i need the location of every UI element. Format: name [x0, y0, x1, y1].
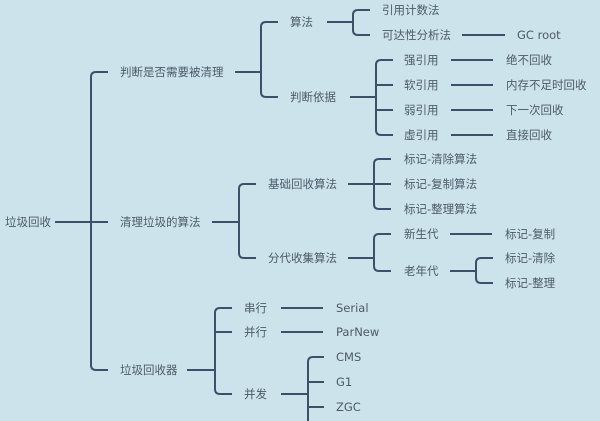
node-phantom-result[interactable]: 直接回收	[506, 128, 552, 142]
node-algorithm[interactable]: 算法	[290, 15, 313, 29]
clean-connector-bracket	[238, 183, 256, 259]
node-serial-group[interactable]: 串行	[244, 301, 267, 315]
node-old-sweep[interactable]: 标记-清除	[505, 251, 556, 265]
node-phantom-ref[interactable]: 虚引用	[404, 128, 439, 142]
node-cms[interactable]: CMS	[336, 350, 362, 364]
node-soft-ref[interactable]: 软引用	[404, 78, 439, 92]
node-young[interactable]: 新生代	[404, 227, 439, 241]
node-basis[interactable]: 判断依据	[290, 90, 336, 104]
root-node[interactable]: 垃圾回收	[5, 215, 51, 229]
node-old[interactable]: 老年代	[404, 264, 439, 278]
node-parnew[interactable]: ParNew	[336, 325, 380, 339]
node-mark-compact-alg[interactable]: 标记-整理算法	[404, 202, 478, 216]
generational-connector-bracket	[373, 233, 391, 272]
node-collectors[interactable]: 垃圾回收器	[120, 363, 178, 377]
node-generational[interactable]: 分代收集算法	[268, 251, 337, 265]
node-strong-ref[interactable]: 强引用	[404, 53, 439, 67]
node-clean[interactable]: 清理垃圾的算法	[120, 215, 201, 229]
node-concurrent-group[interactable]: 并发	[244, 387, 267, 401]
node-mark-copy-alg[interactable]: 标记-复制算法	[404, 177, 478, 191]
node-g1[interactable]: G1	[336, 375, 353, 389]
algorithm-connector-bracket	[352, 9, 370, 36]
node-soft-result[interactable]: 内存不足时回收	[506, 78, 587, 92]
collectors-connector-bracket	[214, 307, 232, 395]
node-zgc[interactable]: ZGC	[336, 400, 361, 414]
judge-connector-bracket	[260, 21, 278, 98]
old-connector-bracket	[475, 257, 493, 284]
node-strong-result[interactable]: 绝不回收	[506, 53, 552, 67]
node-basic[interactable]: 基础回收算法	[268, 177, 337, 191]
node-parallel-group[interactable]: 并行	[244, 325, 267, 339]
node-weak-result[interactable]: 下一次回收	[506, 103, 564, 117]
node-young-result[interactable]: 标记-复制	[505, 227, 556, 241]
node-mark-sweep-alg[interactable]: 标记-清除算法	[404, 152, 478, 166]
node-old-compact[interactable]: 标记-整理	[505, 276, 556, 290]
basis-connector-bracket	[375, 59, 393, 136]
node-weak-ref[interactable]: 弱引用	[404, 103, 439, 117]
node-gc-root[interactable]: GC root	[517, 28, 561, 42]
node-serial[interactable]: Serial	[336, 301, 369, 315]
concurrent-connector-bracket	[307, 356, 324, 421]
node-ref-count[interactable]: 引用计数法	[382, 3, 440, 17]
node-judge[interactable]: 判断是否需要被清理	[120, 65, 224, 79]
node-reachability[interactable]: 可达性分析法	[382, 28, 451, 42]
